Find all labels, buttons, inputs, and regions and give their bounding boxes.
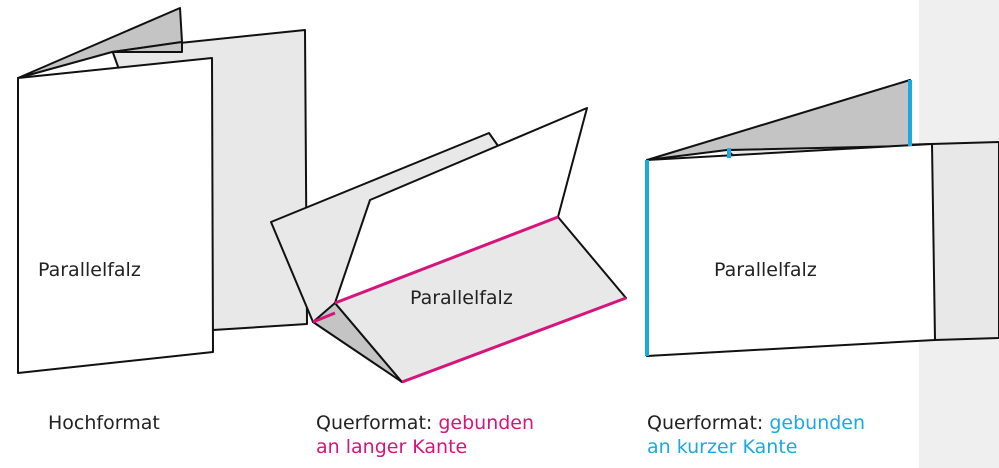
landscape-short-edge-parallel-fold-icon: [645, 79, 999, 357]
caption-prefix: Hochformat: [48, 412, 160, 434]
magenta-fold-line-upper: [334, 215, 559, 305]
caption-accent-line1: gebunden: [438, 412, 535, 434]
figure-1-label: Parallelfalz: [38, 259, 141, 281]
front-panel: [17, 57, 214, 374]
landscape-long-edge-parallel-fold-icon: [270, 107, 627, 384]
figure-3-label: Parallelfalz: [714, 259, 817, 281]
fold-top-gray-2: [111, 41, 183, 53]
caption-accent-line1: gebunden: [769, 412, 866, 434]
caption-prefix: Querformat:: [316, 412, 439, 434]
caption-accent-line2: an langer Kante: [316, 436, 468, 458]
figure-2-label: Parallelfalz: [410, 287, 513, 309]
portrait-parallel-fold-icon: [17, 7, 308, 374]
figure-2-caption: Querformat: gebunden an langer Kante: [316, 411, 534, 459]
magenta-fold-line-lower: [401, 296, 627, 384]
figure-3-caption: Querformat: gebunden an kurzer Kante: [647, 411, 865, 459]
figure-1-caption: Hochformat: [48, 411, 160, 435]
caption-accent-line2: an kurzer Kante: [647, 436, 798, 458]
front-panel: [646, 143, 936, 357]
caption-prefix: Querformat:: [647, 412, 770, 434]
magenta-fold-line-short: [312, 311, 336, 324]
